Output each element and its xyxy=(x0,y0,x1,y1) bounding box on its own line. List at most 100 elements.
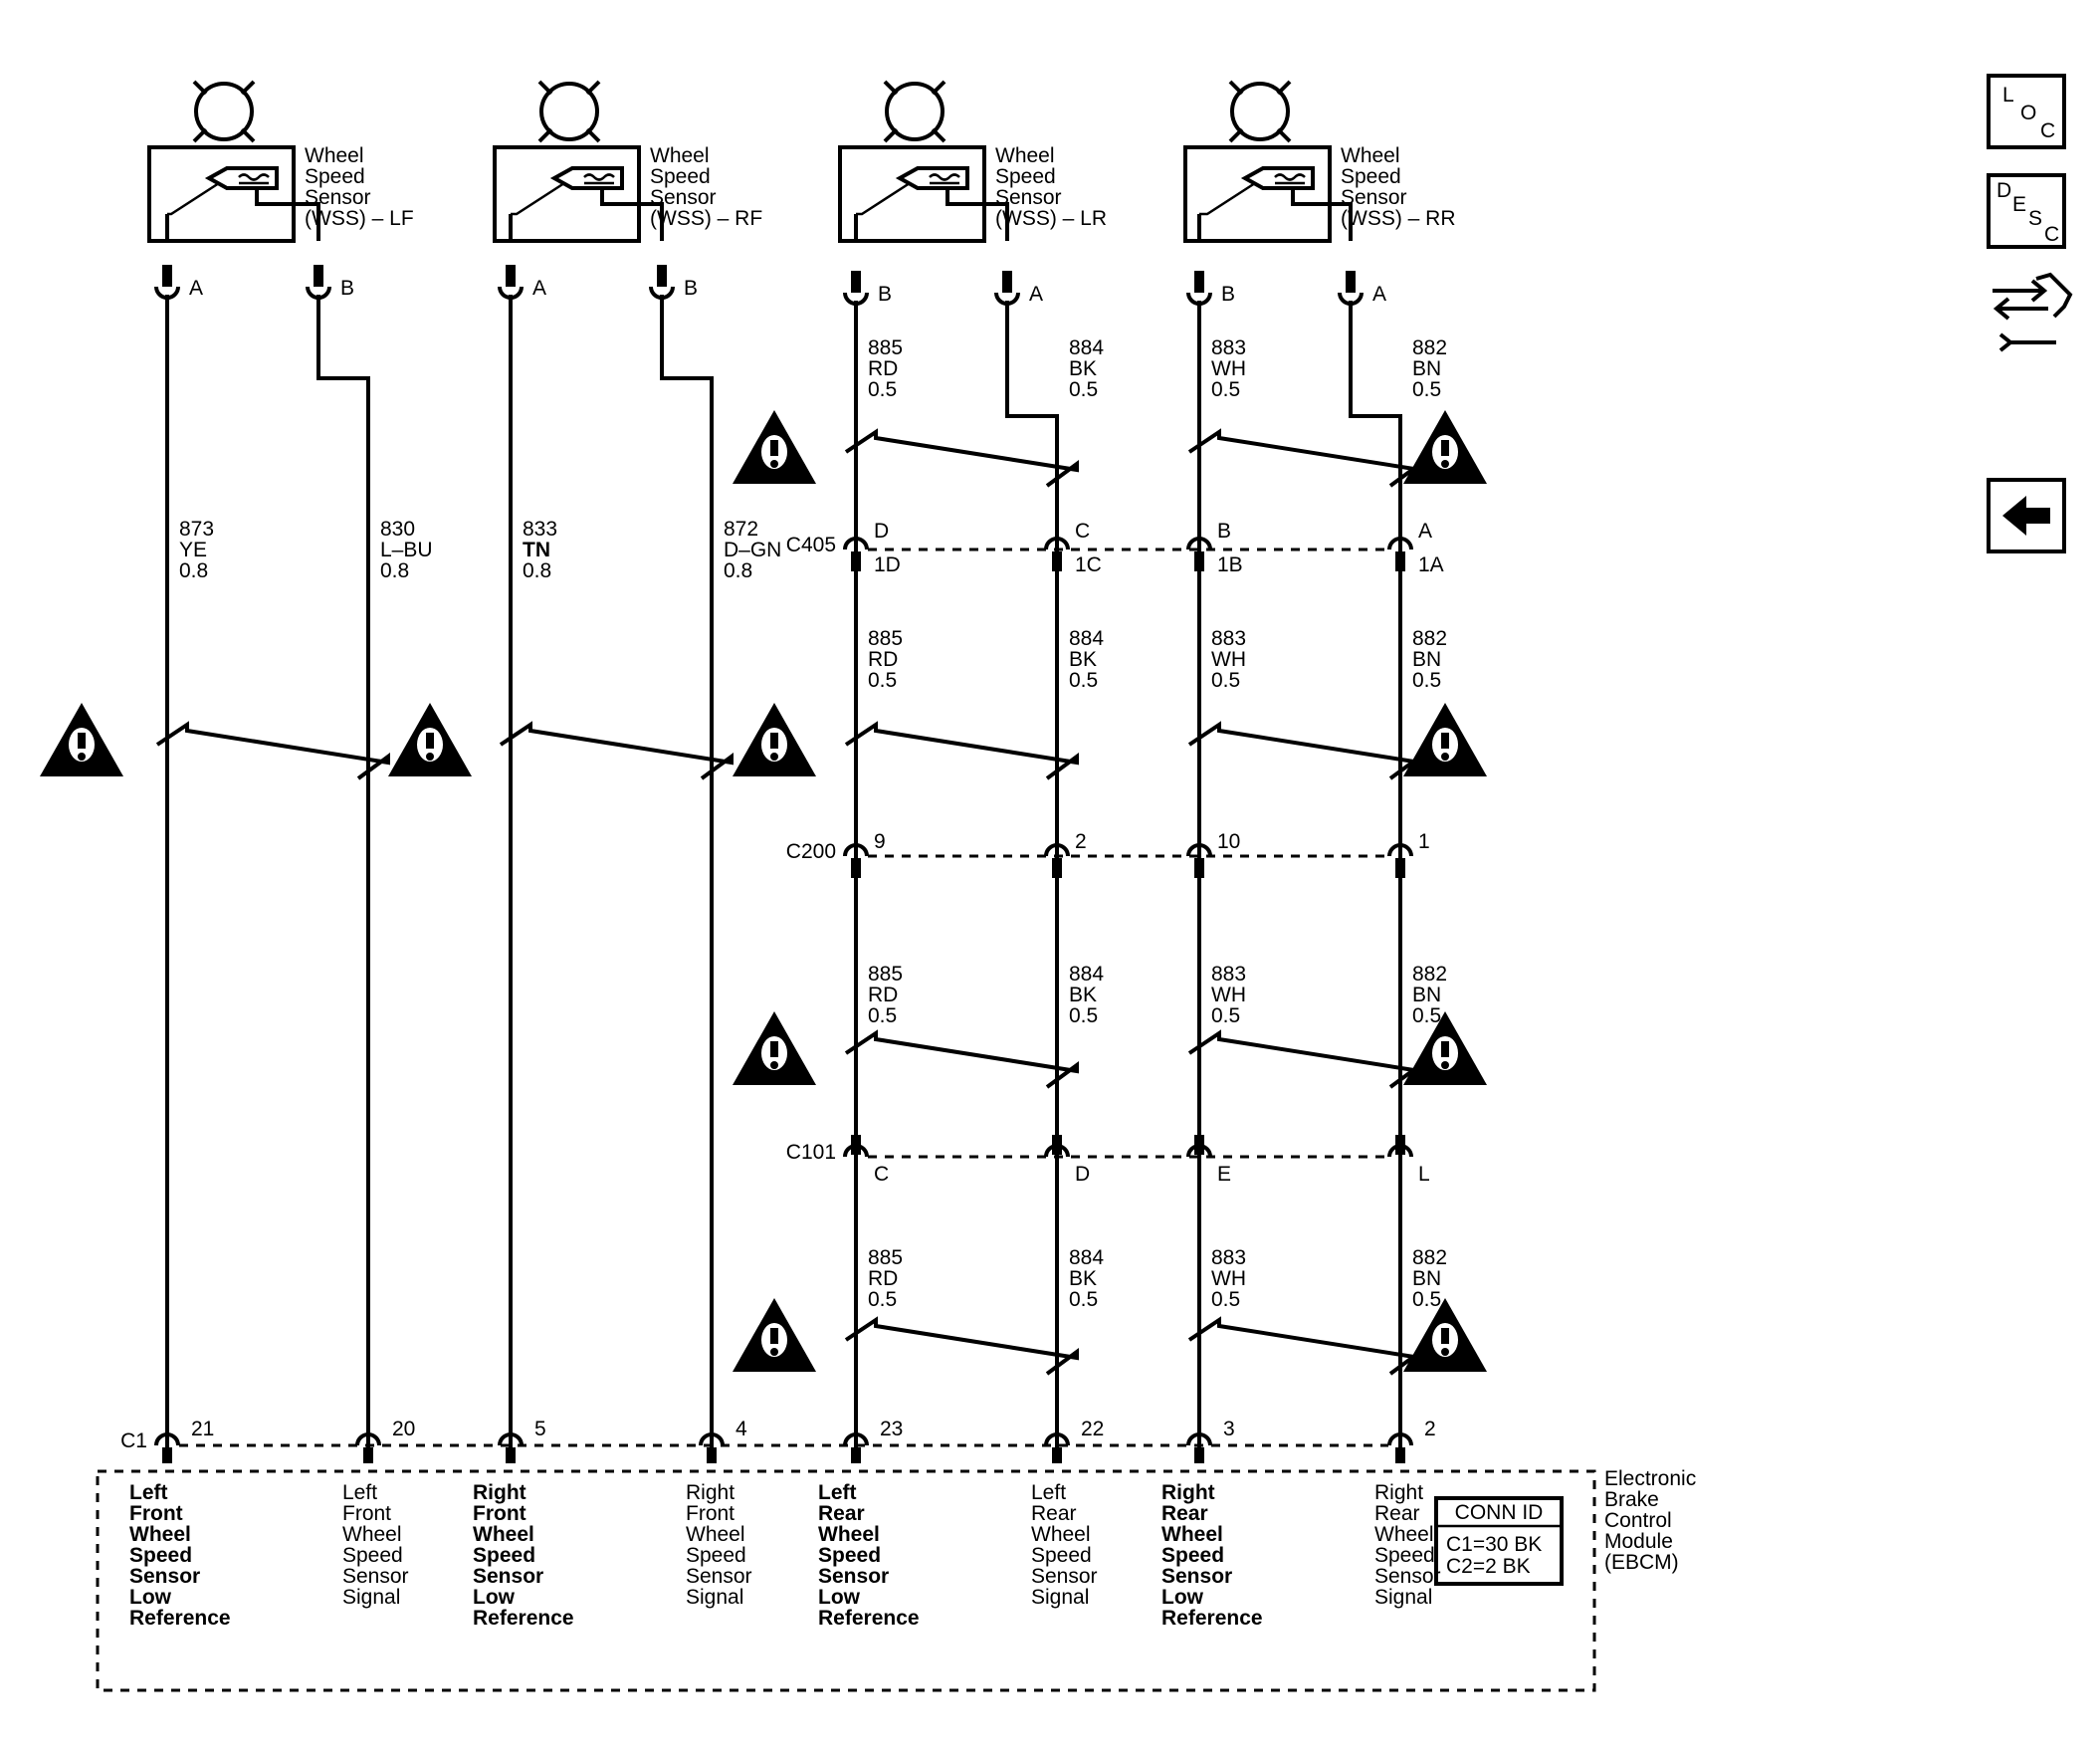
connector-female-icon xyxy=(306,286,331,300)
conn-id-line: C2=2 BK xyxy=(1446,1555,1531,1578)
description-icon[interactable] xyxy=(1987,173,2066,249)
wrench-icon[interactable] xyxy=(1998,332,2056,352)
sensor-element-icon xyxy=(895,166,969,190)
terminal-label: Wheel xyxy=(342,1523,402,1546)
terminal-label: Speed xyxy=(686,1544,746,1567)
wheel-symbol-icon xyxy=(1230,82,1290,141)
connector-pin-icon xyxy=(1395,551,1405,571)
sensor-coil-icon xyxy=(238,173,270,185)
warning-triangle-icon xyxy=(1403,1298,1487,1372)
terminal-label: Speed xyxy=(1161,1544,1224,1567)
wire-circuit-label: 883 xyxy=(1211,1246,1246,1269)
connector-pin-icon xyxy=(1194,551,1204,571)
connector-end-view-icon[interactable] xyxy=(1993,279,2048,303)
wire-gauge-label: 0.5 xyxy=(1211,1288,1240,1311)
sensor-pin-label: A xyxy=(532,277,546,300)
connector-pin-label: 1C xyxy=(1075,553,1102,576)
connector-female-icon xyxy=(649,286,675,300)
wire-circuit-label: 884 xyxy=(1069,336,1104,359)
connector-pin-label: 9 xyxy=(874,830,886,853)
connector-pin-icon xyxy=(1194,1447,1204,1463)
terminal-label: Speed xyxy=(1374,1544,1435,1567)
wire-color-label: L–BU xyxy=(380,539,433,561)
wire-front-signal xyxy=(316,295,370,1451)
wire-gauge-label: 0.5 xyxy=(1069,378,1098,401)
terminal-label: Wheel xyxy=(1031,1523,1091,1546)
terminal-label: Right xyxy=(1161,1481,1215,1504)
terminal-label: Front xyxy=(686,1502,735,1525)
connector-female-icon xyxy=(994,292,1020,306)
sensor-pin-label: B xyxy=(684,277,698,300)
wire-circuit-label: 884 xyxy=(1069,963,1104,986)
connector-terminal xyxy=(1387,1432,1413,1446)
connector-end-view-icon[interactable] xyxy=(2035,272,2073,319)
wire-circuit-label: 873 xyxy=(179,518,214,541)
connector-pin-icon xyxy=(707,1447,717,1463)
terminal-label: Speed xyxy=(473,1544,535,1567)
wire-circuit-label: 830 xyxy=(380,518,415,541)
connector-female-icon xyxy=(1044,843,1070,857)
sensor-label: (WSS) – LR xyxy=(995,207,1107,230)
warning-mark xyxy=(426,753,434,761)
location-icon[interactable] xyxy=(1987,74,2066,149)
twisted-pair-break-mark xyxy=(499,721,734,780)
connector-pin-icon xyxy=(162,1447,172,1463)
conn-id-line: C1=30 BK xyxy=(1446,1533,1542,1556)
sensor-connector xyxy=(649,265,675,300)
sensor-label: Sensor xyxy=(995,186,1062,209)
connector-pin-icon xyxy=(1002,271,1012,293)
warning-mark xyxy=(770,1061,778,1069)
connector-terminal xyxy=(1044,537,1070,571)
connector-pin-label: 4 xyxy=(735,1418,747,1440)
connector-pin-icon xyxy=(1052,551,1062,571)
sensor-coil-icon xyxy=(583,173,615,185)
wire-gauge-label: 0.5 xyxy=(1412,669,1441,692)
wire-front-signal xyxy=(660,295,714,1451)
module-label: (EBCM) xyxy=(1604,1551,1679,1574)
wheel-symbol-spoke xyxy=(240,80,256,96)
wire-gauge-label: 0.5 xyxy=(1211,1004,1240,1027)
terminal-label: Wheel xyxy=(1374,1523,1434,1546)
location-icon-letter: L xyxy=(2002,84,2014,107)
connector-pin-icon xyxy=(1346,271,1356,293)
connector-pin-icon xyxy=(851,858,861,878)
sensor-box xyxy=(493,145,641,243)
sensor-label: (WSS) – LF xyxy=(305,207,414,230)
connector-pin-label: L xyxy=(1418,1163,1430,1186)
connector-pin-label: 2 xyxy=(1424,1418,1436,1440)
connector-female-icon xyxy=(1044,537,1070,550)
terminal-label: Wheel xyxy=(473,1523,534,1546)
back-arrow-icon[interactable] xyxy=(2002,496,2050,536)
wire-circuit-label: 833 xyxy=(523,518,557,541)
sensor-connector xyxy=(498,265,524,300)
sensor-lead xyxy=(511,181,565,216)
connector-pin-icon xyxy=(506,265,516,287)
connector-end-view-button[interactable] xyxy=(1993,272,2073,352)
back-arrow-icon[interactable] xyxy=(1987,478,2066,553)
connector-end-view-icon[interactable] xyxy=(1993,297,2048,321)
twisted-pair-break-mark xyxy=(844,721,1079,780)
terminal-label: Right xyxy=(473,1481,526,1504)
terminal-label: Speed xyxy=(818,1544,881,1567)
wire-gauge-label: 0.5 xyxy=(868,669,897,692)
wire-circuit-label: 882 xyxy=(1412,963,1447,986)
conn-id-title: CONN ID xyxy=(1455,1501,1544,1524)
sensor-label: Sensor xyxy=(650,186,717,209)
sensor-pin-label: A xyxy=(1372,283,1386,306)
terminal-label: Speed xyxy=(1031,1544,1092,1567)
location-button[interactable]: LOC xyxy=(1987,74,2066,149)
back-button[interactable] xyxy=(1987,478,2066,553)
twisted-pair-break-mark xyxy=(844,1316,1079,1376)
wire-rear-signal xyxy=(1005,301,1059,1451)
sensor-lead xyxy=(1199,181,1256,216)
connector-pin-icon xyxy=(657,265,667,287)
sensor-label: Wheel xyxy=(305,144,364,167)
